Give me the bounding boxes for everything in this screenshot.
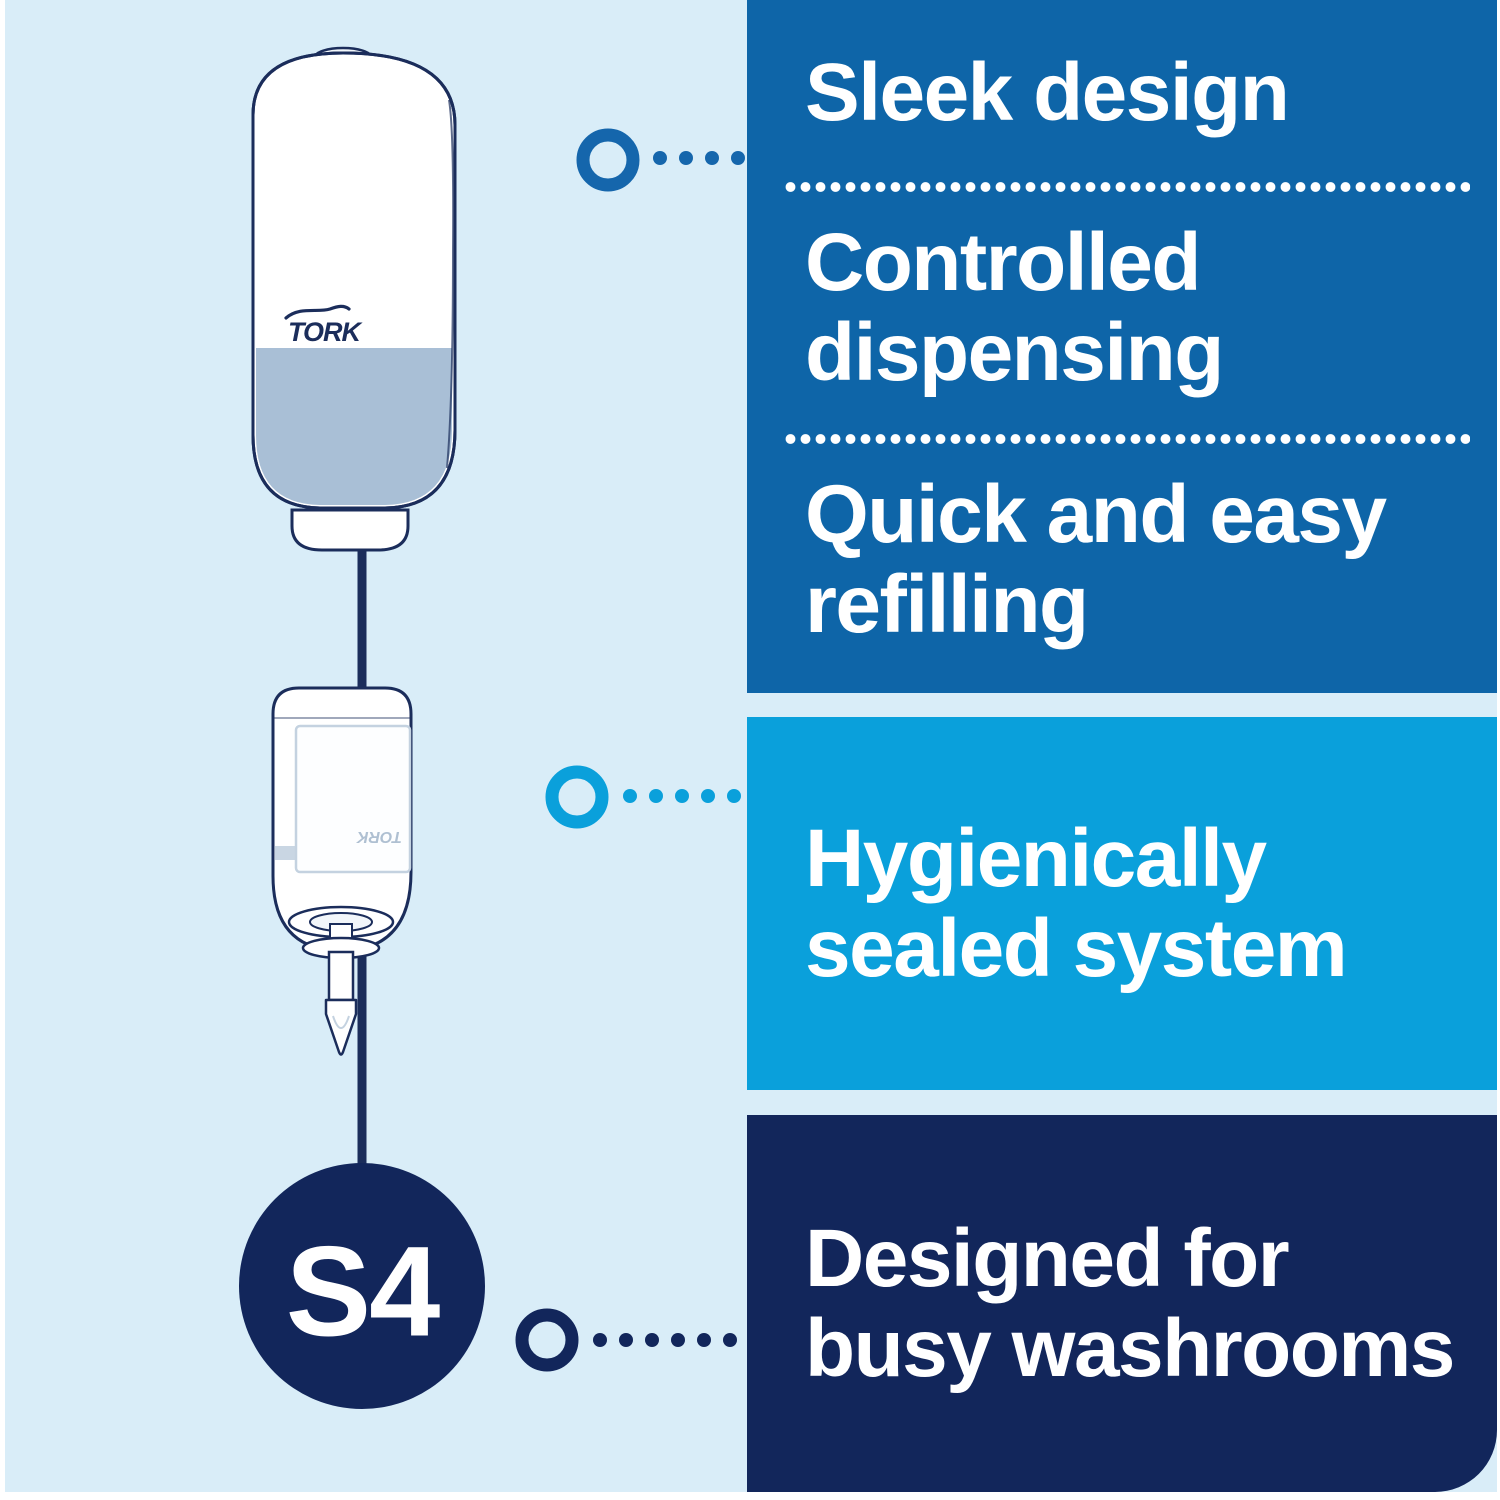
connector-bottom: [515, 1308, 737, 1372]
s4-badge-label: S4: [286, 1221, 440, 1364]
dispenser-neck: [290, 508, 410, 552]
s4-system-badge: S4: [239, 1163, 485, 1409]
refill-nozzle-stem: [327, 950, 355, 1002]
connector-middle: [545, 765, 741, 829]
feature-hygienically-sealed: Hygienically sealed system: [805, 812, 1348, 994]
connector-top-dots-icon: [653, 151, 745, 165]
s4-badge-circle: [239, 1163, 485, 1409]
connector-top-ring-icon: [576, 128, 640, 192]
refill-tork-logo-text: TORK: [356, 828, 402, 845]
tork-logo-wave-icon: [284, 304, 351, 320]
dotted-divider: [783, 434, 1470, 444]
dispenser-body-outline: [251, 51, 457, 510]
feature-panel-top: Sleek design Controlled dispensing Quick…: [747, 0, 1497, 693]
refill-nozzle-tip-highlight: [332, 1015, 350, 1029]
feature-busy-washrooms: Designed for busy washrooms: [805, 1212, 1455, 1394]
refill-label: [294, 724, 412, 874]
feature-panel-bottom: Designed for busy washrooms: [747, 1115, 1497, 1492]
connector-middle-dots-icon: [623, 789, 741, 803]
feature-quick-easy-refilling: Quick and easy refilling: [805, 469, 1387, 650]
dotted-divider: [783, 182, 1470, 192]
soap-dispenser-illustration: TORK: [251, 46, 457, 552]
feature-controlled-dispensing: Controlled dispensing: [805, 217, 1224, 398]
feature-sleek-design: Sleek design: [805, 47, 1290, 138]
feature-panel-middle: Hygienically sealed system: [747, 717, 1497, 1090]
connector-bottom-dots-icon: [593, 1333, 737, 1347]
connector-middle-ring-icon: [545, 765, 609, 829]
dispenser-refill-window: [256, 348, 452, 505]
dispenser-edge-detail: [446, 99, 455, 469]
tork-logo-text: TORK: [288, 317, 364, 347]
refill-cartridge-illustration: TORK: [271, 686, 413, 1056]
connector-top: [576, 128, 745, 192]
connector-bottom-ring-icon: [515, 1308, 579, 1372]
